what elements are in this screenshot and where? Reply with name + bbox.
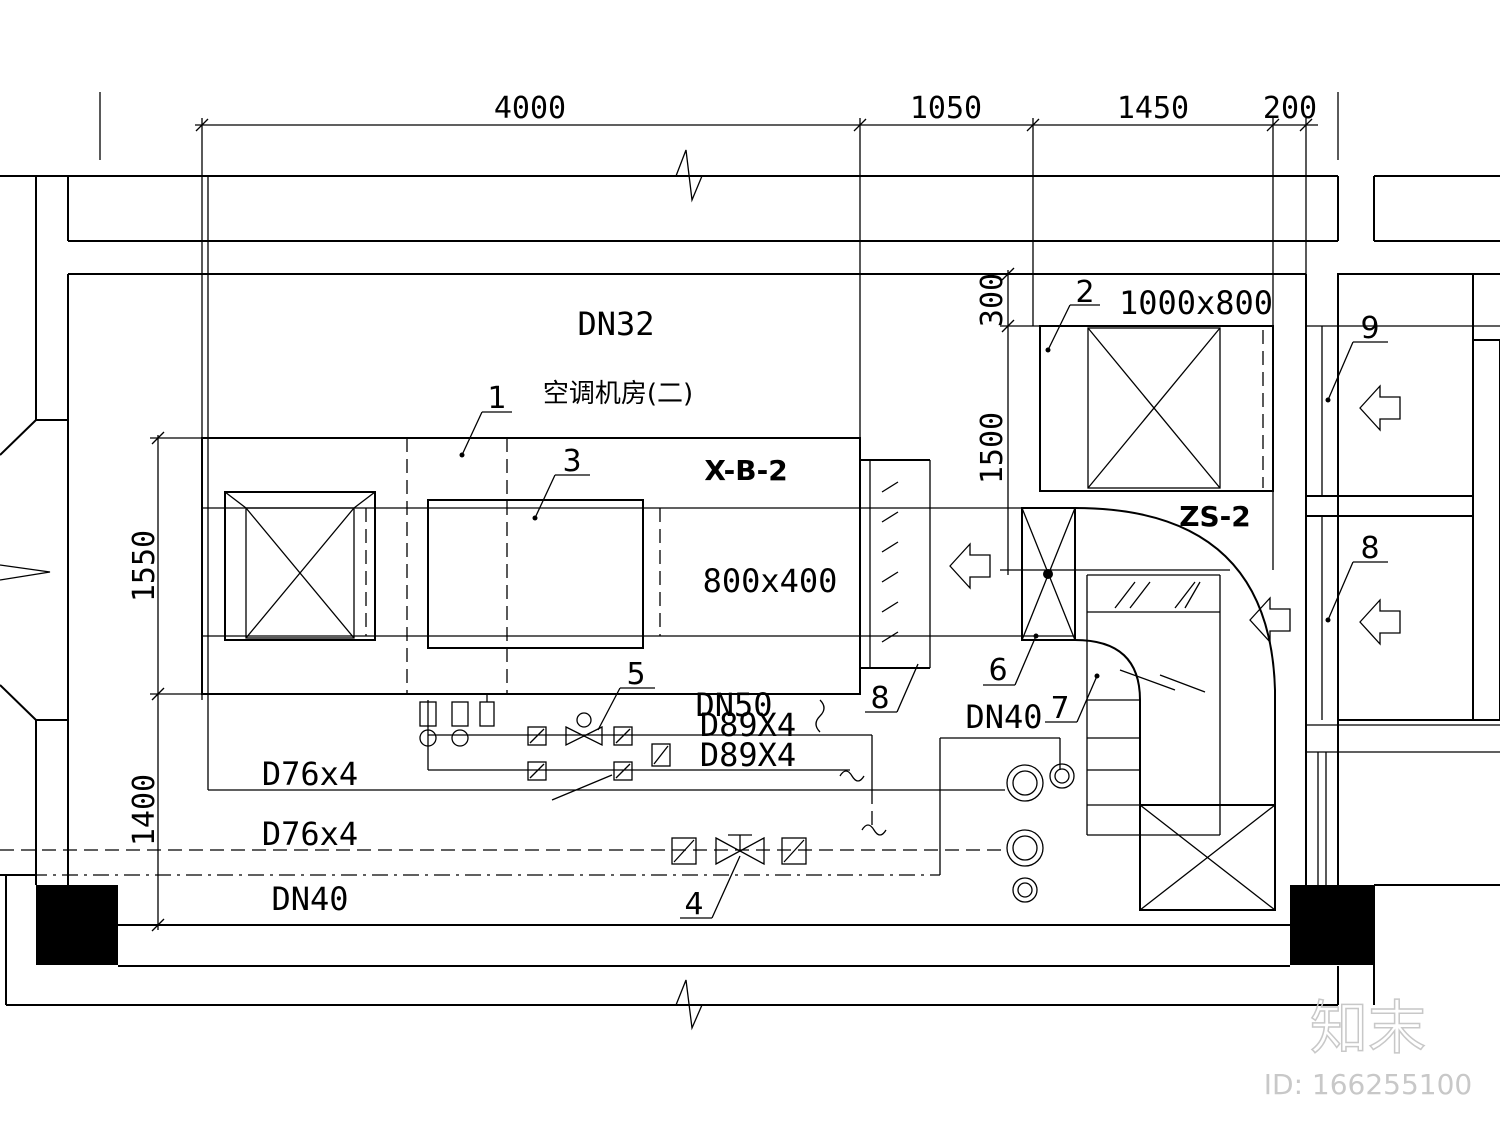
pipe-label-d89-2: D89X4 <box>700 736 796 774</box>
watermark-logo: 知末 <box>1310 994 1426 1062</box>
dim-left-1550: 1550 <box>127 530 162 602</box>
dim-right-1500: 1500 <box>975 412 1010 484</box>
callout-6: 6 <box>988 653 1007 688</box>
watermark-id: ID: 166255100 <box>1264 1068 1472 1101</box>
dim-top-1450: 1450 <box>1117 91 1189 126</box>
column-right <box>1290 885 1374 965</box>
fresh-air-unit <box>1039 325 1401 646</box>
callout-4: 4 <box>684 887 703 922</box>
fresh-air-duct-size-label: 1000x800 <box>1119 284 1273 322</box>
ahu-unit <box>201 437 1075 695</box>
callout-7: 7 <box>1050 691 1069 726</box>
pipe-label-d76-1: D76x4 <box>262 755 358 793</box>
dim-top-4000: 4000 <box>494 91 566 126</box>
return-elbow <box>1021 507 1291 911</box>
pipes <box>0 176 1075 903</box>
column-left <box>36 885 118 965</box>
pipe-label-dn40-bottom: DN40 <box>271 880 348 918</box>
building-walls <box>0 149 1500 1031</box>
ahu-duct-size-label: 800x400 <box>703 562 838 600</box>
supply-duct <box>860 459 991 669</box>
callout-1: 1 <box>487 381 506 416</box>
pipe-label-dn40-right: DN40 <box>965 698 1042 736</box>
pipe-label-d76-2: D76x4 <box>262 815 358 853</box>
callout-3: 3 <box>562 444 581 479</box>
callout-5: 5 <box>626 657 645 692</box>
callout-2: 2 <box>1075 275 1094 310</box>
callout-9: 9 <box>1360 311 1379 346</box>
dim-left-1400: 1400 <box>127 774 162 846</box>
dim-top-1050: 1050 <box>910 91 982 126</box>
fresh-air-code-label: ZS-2 <box>1179 500 1251 533</box>
callout-leaders <box>459 304 1388 919</box>
dimension-lines <box>99 92 1339 932</box>
callout-8-louver: 8 <box>1360 531 1379 566</box>
dim-right-300: 300 <box>975 273 1010 327</box>
ahu-code-label: X-B-2 <box>704 454 787 487</box>
callout-8-supply: 8 <box>870 681 889 716</box>
dim-top-200: 200 <box>1263 91 1317 126</box>
pipe-label-d89-1: D89X4 <box>700 706 796 744</box>
room-pipe-label: DN32 <box>577 305 654 343</box>
room-name: 空调机房(二) <box>543 379 693 409</box>
pipe-label-dn50: DN50 <box>695 686 772 724</box>
